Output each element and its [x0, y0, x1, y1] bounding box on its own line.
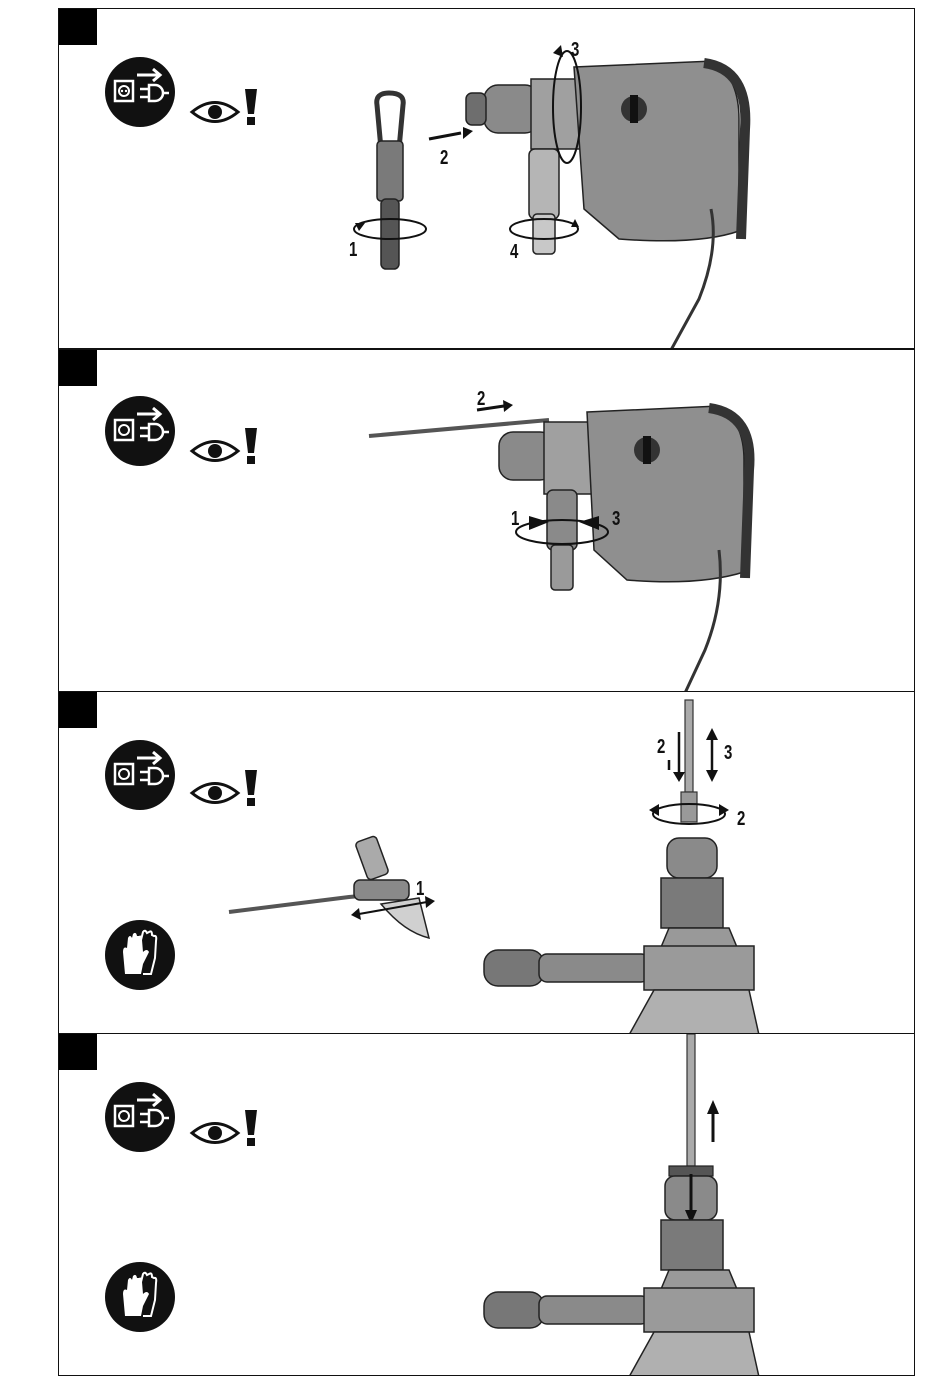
callout-label: 4 [510, 241, 518, 264]
step-panel-4 [58, 1033, 915, 1376]
callout-label: 2 [657, 736, 665, 759]
step-panel-1: 1 2 3 4 [58, 8, 915, 349]
callout-label: 2 [440, 147, 448, 170]
callout-label: 1 [511, 508, 519, 531]
step-panel-3: 2 3 2 1 [58, 691, 915, 1034]
chisel-removal-illustration [59, 1034, 915, 1376]
callout-label: 1 [349, 239, 357, 262]
callout-label: 2 [477, 388, 485, 411]
chisel-insert-illustration [59, 692, 915, 1034]
drill-with-depth-gauge-illustration [59, 350, 915, 692]
step-panel-2: 2 1 3 [58, 349, 915, 692]
callout-label: 2 [737, 808, 745, 831]
callout-label: 3 [724, 742, 732, 765]
callout-label: 3 [571, 39, 579, 62]
callout-label: 1 [416, 878, 424, 901]
side-handle-illustration [59, 9, 915, 349]
callout-label: 3 [612, 508, 620, 531]
